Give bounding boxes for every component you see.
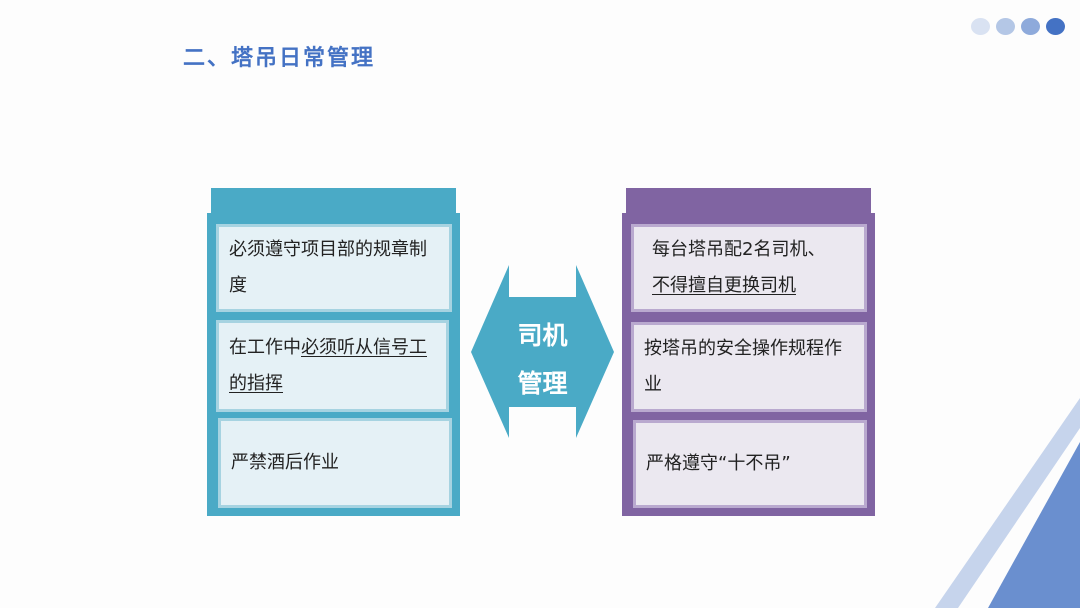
right-panel: 每台塔吊配2名司机、不得擅自更换司机 按塔吊的安全操作规程作业 严格遵守“十不吊… xyxy=(622,188,875,516)
stripe-dark xyxy=(988,442,1080,608)
item-text: 在工作中 xyxy=(229,337,301,358)
stripe-light xyxy=(935,398,1080,608)
left-item-1: 必须遵守项目部的规章制度 xyxy=(216,224,452,312)
dot-1 xyxy=(971,18,990,35)
right-item-2: 按塔吊的安全操作规程作业 xyxy=(631,322,867,412)
left-item-3: 严禁酒后作业 xyxy=(218,418,452,508)
item-text-underlined: 必须听从信号工的指挥 xyxy=(229,337,427,394)
item-text: 每台塔吊配2名司机、 xyxy=(652,239,826,260)
item-text: 必须遵守项目部的规章制度 xyxy=(229,239,427,296)
item-text: 按塔吊的安全操作规程作业 xyxy=(644,338,842,395)
decorative-dots xyxy=(971,18,1065,35)
center-label-line2: 管理 xyxy=(517,369,568,398)
item-text: 严禁酒后作业 xyxy=(231,452,339,473)
page-title: 二、塔吊日常管理 xyxy=(183,46,376,71)
right-item-1: 每台塔吊配2名司机、不得擅自更换司机 xyxy=(631,224,867,312)
left-panel-tab xyxy=(211,188,456,214)
item-text: 严格遵守“十不吊” xyxy=(646,453,791,474)
right-panel-tab xyxy=(626,188,871,214)
right-item-3: 严格遵守“十不吊” xyxy=(633,420,867,508)
left-panel: 必须遵守项目部的规章制度 在工作中必须听从信号工的指挥 严禁酒后作业 xyxy=(207,188,460,516)
item-text-underlined: 不得擅自更换司机 xyxy=(652,275,796,296)
center-label-line1: 司机 xyxy=(517,321,568,350)
dot-2 xyxy=(996,18,1015,35)
dot-4 xyxy=(1046,18,1065,35)
left-item-2: 在工作中必须听从信号工的指挥 xyxy=(216,320,449,412)
dot-3 xyxy=(1021,18,1040,35)
